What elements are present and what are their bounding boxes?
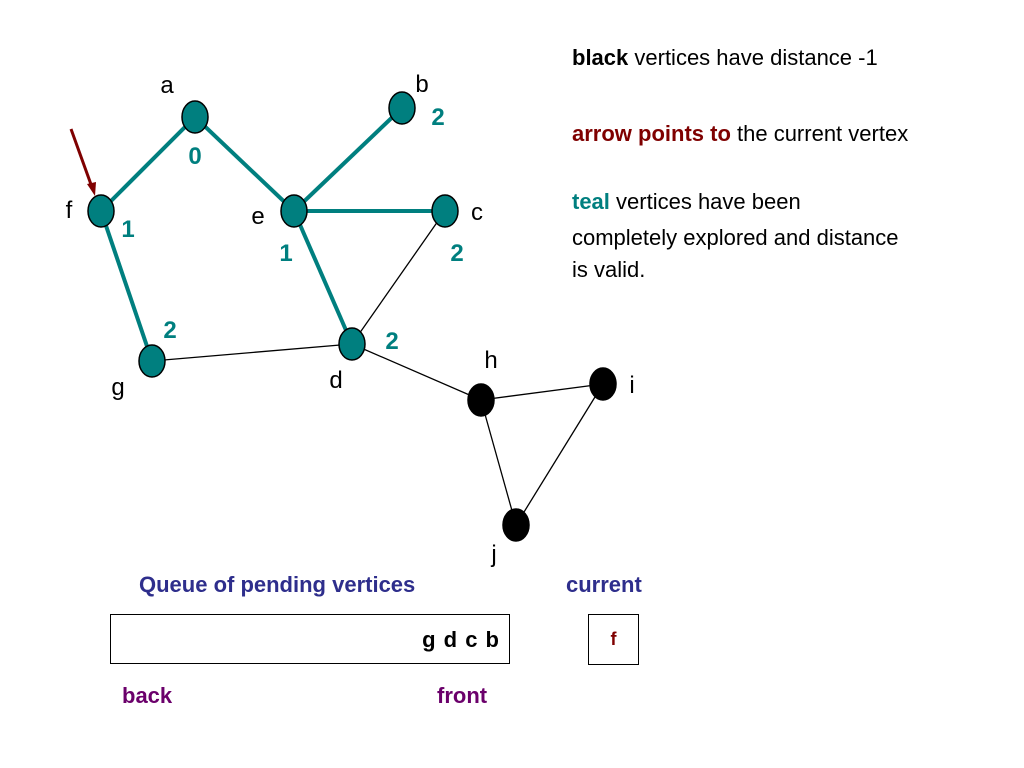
vertex-label-f: f <box>66 197 73 224</box>
edge-h-j <box>480 399 517 526</box>
edge-e-d <box>292 210 354 345</box>
vertex-label-g: g <box>111 374 124 401</box>
queue-back-label: back <box>122 683 173 708</box>
vertex-j <box>502 508 530 542</box>
legend-arrow-key: arrow points to <box>572 121 731 146</box>
edge-e-b <box>292 106 404 213</box>
vertex-label-i: i <box>629 372 634 399</box>
edge-f-g <box>99 210 154 362</box>
edge-d-h <box>351 343 482 401</box>
vertex-label-j: j <box>490 541 496 568</box>
distance-label-f: 1 <box>121 216 134 243</box>
distance-label-b: 2 <box>431 104 444 131</box>
current-arrow-head <box>87 182 96 196</box>
edge-h-i <box>480 383 604 401</box>
vertex-e <box>280 194 308 228</box>
current-value: f <box>610 629 617 649</box>
vertex-f <box>87 194 115 228</box>
legend-black-text: vertices have distance -1 <box>628 45 878 70</box>
legend-arrow-text: the current vertex <box>730 121 909 146</box>
vertex-label-h: h <box>484 347 497 374</box>
vertex-label-a: a <box>160 72 174 99</box>
current-box: f <box>588 614 639 665</box>
edge-c-d <box>351 210 446 345</box>
vertex-c <box>431 194 459 228</box>
legend-teal-key: teal <box>572 189 610 214</box>
queue-front-label: front <box>437 683 488 708</box>
vertex-b <box>388 91 416 125</box>
vertex-label-d: d <box>329 367 342 394</box>
vertex-d <box>338 327 366 361</box>
vertex-label-c: c <box>471 199 483 226</box>
vertex-label-e: e <box>251 203 264 230</box>
legend-teal-line: teal vertices have been <box>572 186 801 218</box>
legend-black-key: black <box>572 45 629 70</box>
vertex-a <box>181 100 209 134</box>
edge-layer <box>99 106 604 526</box>
edge-a-e <box>193 115 296 213</box>
legend-black-line: black vertices have distance -1 <box>572 42 878 74</box>
queue-title: Queue of pending vertices <box>139 572 416 597</box>
distance-label-e: 1 <box>279 240 292 267</box>
distance-label-c: 2 <box>450 240 463 267</box>
vertex-layer <box>87 91 617 542</box>
legend-teal-line-3: is valid. <box>572 257 646 282</box>
vertex-label-b: b <box>415 71 428 98</box>
distance-label-g: 2 <box>163 317 176 344</box>
distance-label-a: 0 <box>188 143 201 170</box>
distance-label-d: 2 <box>385 328 398 355</box>
arrow-layer <box>69 128 96 196</box>
queue-box: g d c b <box>110 614 510 664</box>
edge-a-f <box>99 115 197 213</box>
current-arrow-shaft <box>69 128 95 191</box>
edge-g-d <box>151 343 353 362</box>
queue-contents: g d c b <box>422 627 499 652</box>
vertex-i <box>589 367 617 401</box>
current-title: current <box>566 572 642 597</box>
vertex-g <box>138 344 166 378</box>
legend-arrow-line: arrow points to the current vertex <box>572 118 908 150</box>
legend-teal-line-2: completely explored and distance <box>572 225 899 250</box>
legend-teal-text: vertices have been <box>609 189 801 214</box>
vertex-h <box>467 383 495 417</box>
edge-i-j <box>515 383 604 526</box>
